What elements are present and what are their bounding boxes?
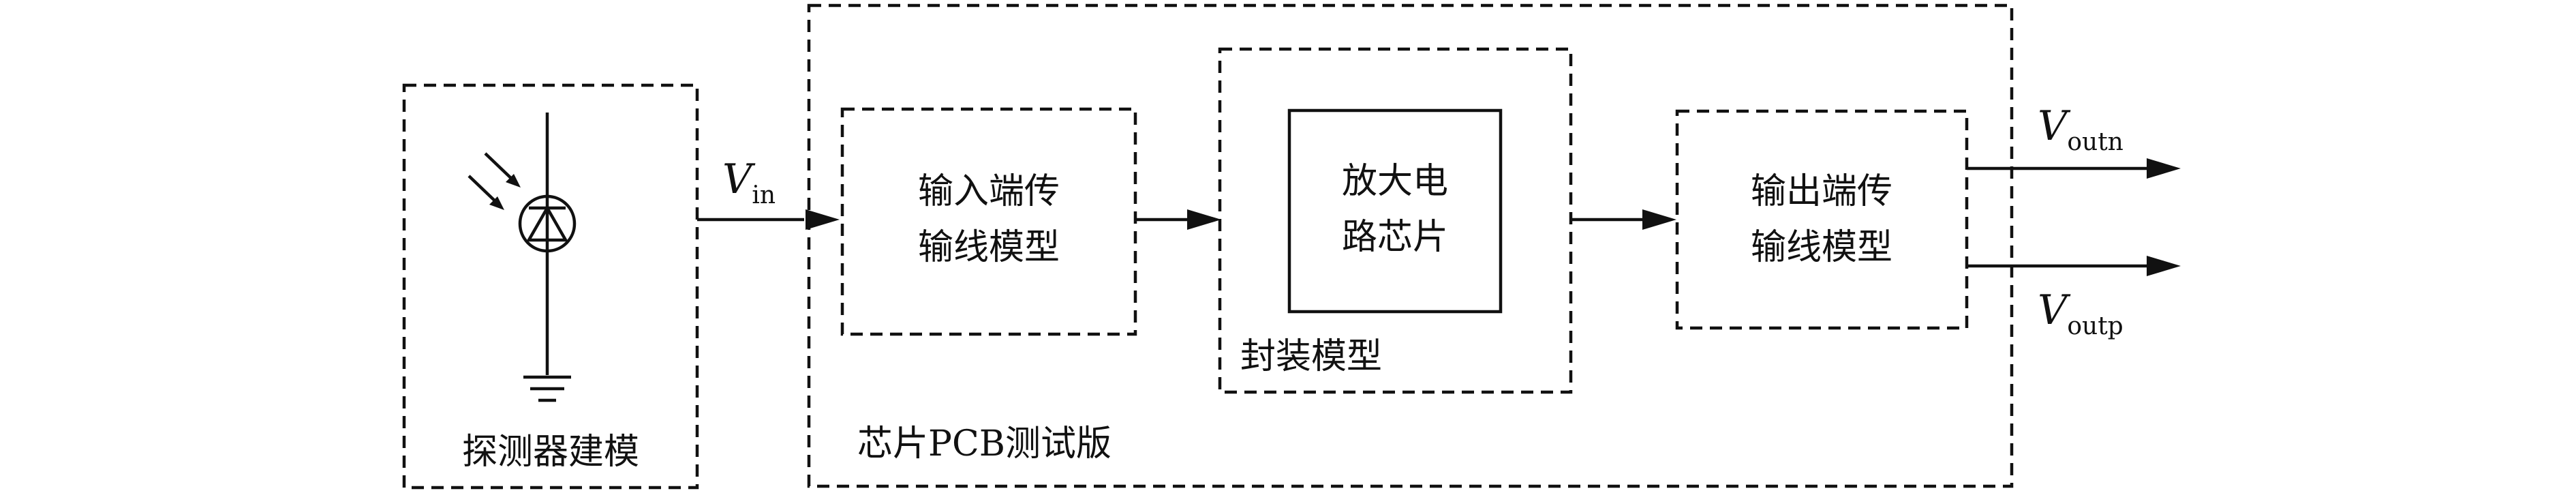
photodiode-icon	[467, 113, 577, 402]
voutp-signal: Voutp	[1967, 256, 2181, 340]
arrow-input-to-package	[1135, 209, 1221, 230]
voutp-label: Voutp	[2038, 286, 2123, 340]
amplifier-chip-frame	[1287, 108, 1503, 314]
voutn-label: Voutn	[2038, 102, 2123, 156]
detector-model-frame	[402, 83, 699, 490]
amplifier-chip-block: 放大电 路芯片	[1287, 108, 1503, 314]
chip-pcb-test-board: 芯片PCB测试版	[807, 3, 2014, 488]
output-tl-label-line2: 输线模型	[1751, 227, 1892, 268]
pcb-board-frame	[807, 3, 2014, 488]
input-tl-model-block: 输入端传 输线模型	[840, 107, 1137, 336]
amplifier-chip-label-line2: 路芯片	[1342, 217, 1448, 258]
pcb-board-label: 芯片PCB测试版	[857, 423, 1111, 464]
output-tl-label-line1: 输出端传	[1751, 171, 1892, 212]
light-rays-icon	[467, 152, 521, 210]
ground-icon	[523, 375, 571, 402]
detector-model-block: 探测器建模	[402, 83, 699, 490]
vin-signal: Vin	[697, 155, 840, 230]
detector-model-label: 探测器建模	[462, 432, 639, 473]
package-model-label: 封装模型	[1240, 336, 1382, 377]
package-model-block: 封装模型 放大电 路芯片	[1218, 47, 1573, 394]
vin-arrowhead	[806, 209, 840, 230]
input-tl-label-line2: 输线模型	[918, 227, 1060, 268]
input-tl-frame	[840, 107, 1137, 336]
arrow-package-to-output	[1571, 209, 1676, 230]
vin-label: Vin	[722, 155, 776, 209]
voutp-arrowhead	[2147, 256, 2181, 276]
input-tl-label-line1: 输入端传	[918, 171, 1060, 212]
voutn-signal: Voutn	[1967, 102, 2181, 179]
amplifier-chip-label-line1: 放大电	[1342, 161, 1448, 202]
voutn-arrowhead	[2147, 158, 2181, 179]
output-tl-frame	[1675, 109, 1969, 330]
output-tl-model-block: 输出端传 输线模型	[1675, 109, 1969, 330]
